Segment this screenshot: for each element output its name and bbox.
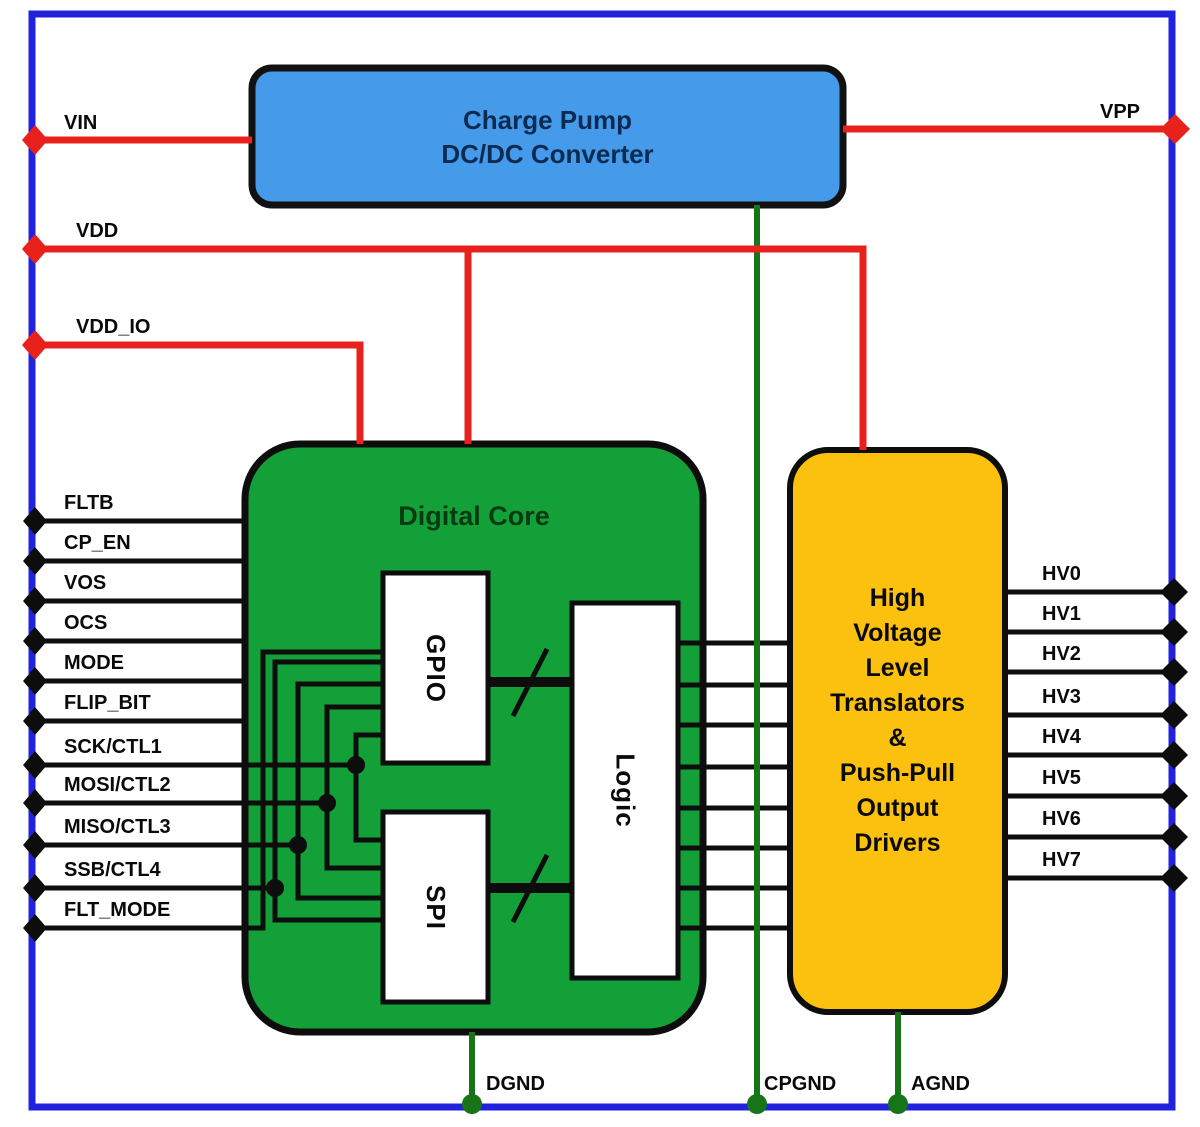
wire-miso-ctl3 [35, 681, 383, 901]
pin-label-ssb-ctl4: SSB/CTL4 [64, 859, 161, 881]
pin-label-hv6: HV6 [1042, 808, 1081, 830]
pin-label-vdd: VDD [76, 220, 119, 242]
gpio-label: GPIO [420, 633, 451, 703]
gpio-box [380, 570, 491, 766]
pin-label-mode: MODE [64, 652, 124, 674]
hv-label-line: & [888, 724, 907, 752]
flip-bit-pin-diamond [23, 707, 47, 735]
hv3-pin-diamond [1160, 701, 1188, 729]
hv1-pin-diamond [1160, 618, 1188, 646]
hv0-pin-diamond [1160, 578, 1188, 606]
pin-label-hv7: HV7 [1042, 849, 1081, 871]
pin-label-hv4: HV4 [1042, 726, 1081, 748]
bus-gpio-logic-slash [510, 647, 550, 718]
wire-mosi-ctl2 [35, 704, 383, 871]
vpp-pin-diamond [1160, 114, 1190, 144]
hv-label-line: Drivers [854, 829, 941, 857]
charge-pump-label: Charge Pump DC/DC Converter [252, 68, 843, 205]
spi-block: SPI [383, 812, 488, 1002]
ssb-pin-diamond [23, 874, 47, 902]
charge-pump-label-line2: DC/DC Converter [441, 138, 654, 169]
spi-box [380, 809, 491, 1005]
wire-flt-mode [35, 649, 383, 931]
pin-label-hv3: HV3 [1042, 686, 1081, 708]
vin-pin-diamond [22, 125, 48, 155]
junction-miso [289, 836, 307, 854]
pin-label-dgnd: DGND [486, 1073, 545, 1095]
pin-label-hv0: HV0 [1042, 563, 1081, 585]
hv-label-line: Translators [830, 689, 965, 717]
pin-label-agnd: AGND [911, 1073, 970, 1095]
pin-label-miso-ctl3: MISO/CTL3 [64, 816, 171, 838]
pin-label-cp-en: CP_EN [64, 532, 131, 554]
hv-label-line: Output [856, 794, 939, 822]
bus-spi-logic-slash [510, 853, 550, 924]
junction-ssb [266, 879, 284, 897]
hv7-pin-diamond [1160, 864, 1188, 892]
pin-label-hv1: HV1 [1042, 603, 1081, 625]
wire-ssb-ctl4 [35, 659, 383, 923]
mode-pin-diamond [23, 667, 47, 695]
junction-mosi [318, 794, 336, 812]
pin-label-mosi-ctl2: MOSI/CTL2 [64, 774, 171, 796]
pin-label-vos: VOS [64, 572, 107, 594]
hv-label-line: Level [865, 654, 930, 682]
pin-label-cpgnd: CPGND [764, 1073, 837, 1095]
vdd-pin-diamond [22, 234, 48, 264]
fltb-pin-diamond [23, 507, 47, 535]
hv-drivers-label: High Voltage Level Translators & Push-Pu… [790, 450, 1005, 1012]
pin-label-sck-ctl1: SCK/CTL1 [64, 736, 162, 758]
logic-block: Logic [572, 603, 678, 978]
pin-label-flt-mode: FLT_MODE [64, 899, 171, 921]
wire-vdd [35, 245, 867, 450]
flt-mode-pin-diamond [23, 914, 47, 942]
hv2-pin-diamond [1160, 658, 1188, 686]
charge-pump-label-line1: Charge Pump [462, 104, 633, 135]
pin-label-ocs: OCS [64, 612, 108, 634]
pin-label-hv2: HV2 [1042, 643, 1081, 665]
pin-label-flip-bit: FLIP_BIT [64, 692, 151, 714]
gpio-block: GPIO [383, 573, 488, 763]
vdd-io-pin-diamond [22, 330, 48, 360]
hv6-pin-diamond [1160, 823, 1188, 851]
digital-core-title: Digital Core [398, 501, 550, 531]
hv5-pin-diamond [1160, 782, 1188, 810]
logic-label: Logic [610, 753, 641, 828]
junction-sck [347, 756, 365, 774]
wire-vdd-io [35, 341, 364, 444]
cp-en-pin-diamond [23, 547, 47, 575]
pin-label-hv5: HV5 [1042, 767, 1081, 789]
ocs-pin-diamond [23, 627, 47, 655]
sck-pin-diamond [23, 751, 47, 779]
hv-label-line: High [869, 584, 926, 612]
agnd-node [888, 1094, 908, 1114]
pin-label-vpp: VPP [1100, 101, 1141, 123]
hv4-pin-diamond [1160, 741, 1188, 769]
dgnd-node [462, 1094, 482, 1114]
pin-label-fltb: FLTB [64, 492, 114, 514]
logic-box [569, 600, 681, 981]
pin-label-vin: VIN [64, 112, 98, 134]
miso-pin-diamond [23, 831, 47, 859]
hv-label-line: Voltage [853, 619, 942, 647]
cpgnd-node [747, 1094, 767, 1114]
vos-pin-diamond [23, 587, 47, 615]
mosi-pin-diamond [23, 789, 47, 817]
pin-label-vdd-io: VDD_IO [76, 316, 151, 338]
wire-sck-ctl1 [35, 732, 383, 843]
spi-label: SPI [420, 884, 451, 930]
hv-label-line: Push-Pull [839, 759, 956, 787]
